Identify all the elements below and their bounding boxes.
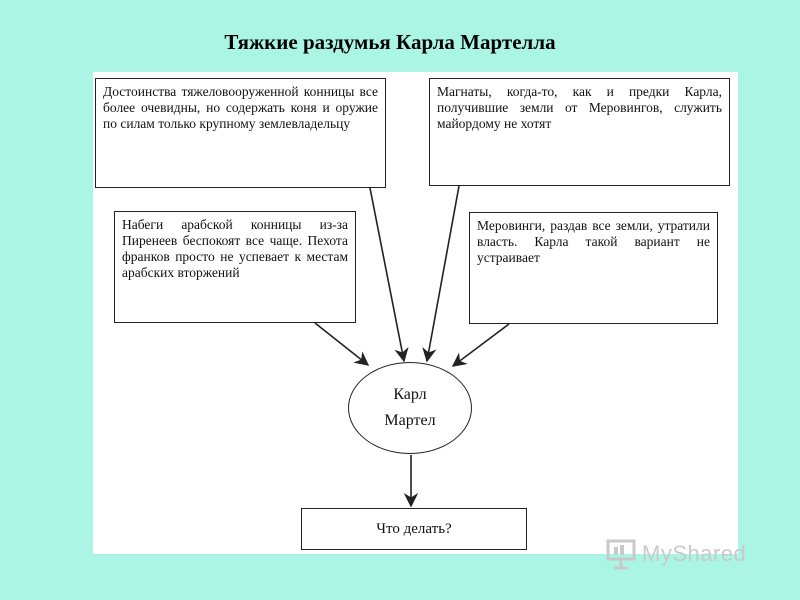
- box-magnates: Магнаты, когда-то, как и предки Карла, п…: [429, 78, 730, 186]
- center-name-line2: Мартел: [384, 412, 436, 429]
- outcome-box: Что делать?: [301, 508, 527, 550]
- box-arab-raids: Набеги арабской конницы из-за Пиренеев б…: [114, 211, 356, 323]
- center-name-line1: Карл: [393, 386, 427, 403]
- arrow-middle-left: [314, 322, 370, 366]
- box-merovingians: Меровинги, раздав все земли, утратили вл…: [469, 212, 718, 324]
- watermark: MyShared: [606, 538, 746, 570]
- slide-title: Тяжкие раздумья Карла Мартелла: [224, 30, 556, 54]
- presentation-board-icon: [606, 539, 636, 570]
- arrows-layer: [314, 185, 510, 508]
- arrow-top-right: [422, 185, 460, 363]
- watermark-text: MyShared: [642, 541, 747, 566]
- diagram-panel: Достоинства тяжеловооруженной конницы вс…: [93, 72, 738, 554]
- arrow-middle-right: [451, 323, 510, 367]
- box-cavalry-cost: Достоинства тяжеловооруженной конницы вс…: [95, 78, 386, 188]
- arrow-top-left: [369, 187, 409, 363]
- center-ellipse: Карл Мартел: [348, 362, 472, 454]
